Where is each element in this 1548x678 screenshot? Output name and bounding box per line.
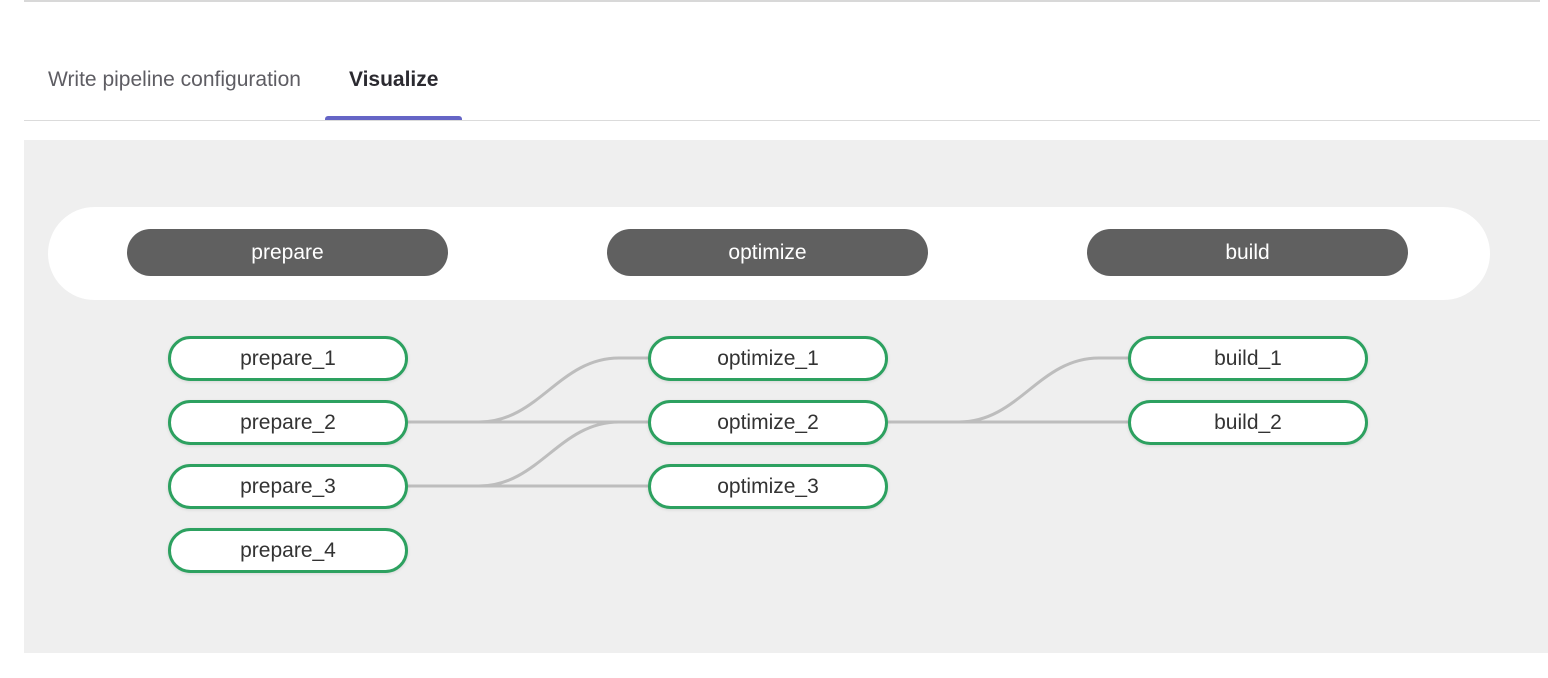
job-pill-optimize_1[interactable]: optimize_1 — [648, 336, 888, 381]
tab-visualize-label: Visualize — [348, 68, 439, 91]
pipeline-editor-tabs: Write pipeline configuration Visualize — [24, 2, 1540, 121]
stage-build-label: build — [1225, 240, 1270, 264]
connection-optimize_2-build_1 — [888, 356, 1128, 424]
job-pill-prepare_4[interactable]: prepare_4 — [168, 528, 408, 573]
tab-write-pipeline-configuration[interactable]: Write pipeline configuration — [24, 40, 325, 120]
job-pill-prepare_2[interactable]: prepare_2 — [168, 400, 408, 445]
stage-pill-prepare: prepare — [127, 229, 448, 276]
connection-prepare_3-optimize_2 — [408, 420, 648, 488]
panel-top-border — [24, 0, 1540, 2]
job-pill-optimize_3[interactable]: optimize_3 — [648, 464, 888, 509]
job-pill-prepare_1[interactable]: prepare_1 — [168, 336, 408, 381]
job-pill-optimize_2[interactable]: optimize_2 — [648, 400, 888, 445]
stage-optimize-label: optimize — [728, 240, 807, 264]
stage-prepare-label: prepare — [251, 240, 324, 264]
stage-pill-build: build — [1087, 229, 1408, 276]
job-pill-prepare_3[interactable]: prepare_3 — [168, 464, 408, 509]
pipeline-graph-canvas: prepare optimize build prepare_1 prepare… — [24, 140, 1548, 653]
connection-prepare_2-optimize_1 — [408, 356, 648, 424]
tab-write-pipeline-configuration-label: Write pipeline configuration — [48, 68, 301, 91]
stage-pill-optimize: optimize — [607, 229, 928, 276]
active-tab-underline — [324, 116, 463, 120]
job-pill-build_1[interactable]: build_1 — [1128, 336, 1368, 381]
job-pill-build_2[interactable]: build_2 — [1128, 400, 1368, 445]
job-connections-layer — [408, 356, 1128, 488]
tab-visualize[interactable]: Visualize — [324, 40, 463, 120]
